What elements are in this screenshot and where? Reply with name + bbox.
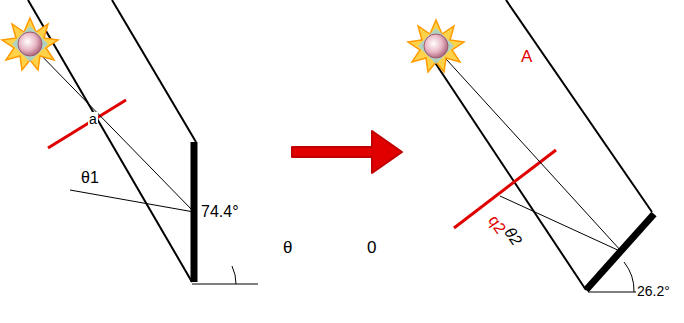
angle-label: 0: [366, 239, 377, 256]
angle-label: θ1: [80, 170, 100, 186]
normal-line: [70, 190, 194, 212]
angle-arc: [624, 262, 634, 292]
transition-arrow: [292, 131, 402, 173]
angle-label: a: [88, 112, 98, 126]
angle-arc: [232, 266, 236, 284]
ground-line: [192, 284, 258, 285]
sun-icon: [408, 20, 464, 72]
panel: [586, 214, 654, 290]
angle-label: θ: [282, 239, 293, 256]
beam-edge: [506, 0, 652, 212]
angle-label: 74.4°: [200, 204, 240, 220]
beam-width: [48, 100, 126, 148]
angle-label: 26.2°: [636, 284, 671, 298]
ray: [436, 48, 622, 252]
beam-edge: [420, 40, 586, 290]
beam-edge: [112, 0, 196, 142]
sun-icon: [2, 18, 58, 70]
ray: [32, 46, 194, 212]
angle-label: A: [520, 48, 533, 65]
panel: [191, 142, 198, 282]
beam-width: [454, 150, 556, 228]
normal-line: [500, 196, 622, 252]
